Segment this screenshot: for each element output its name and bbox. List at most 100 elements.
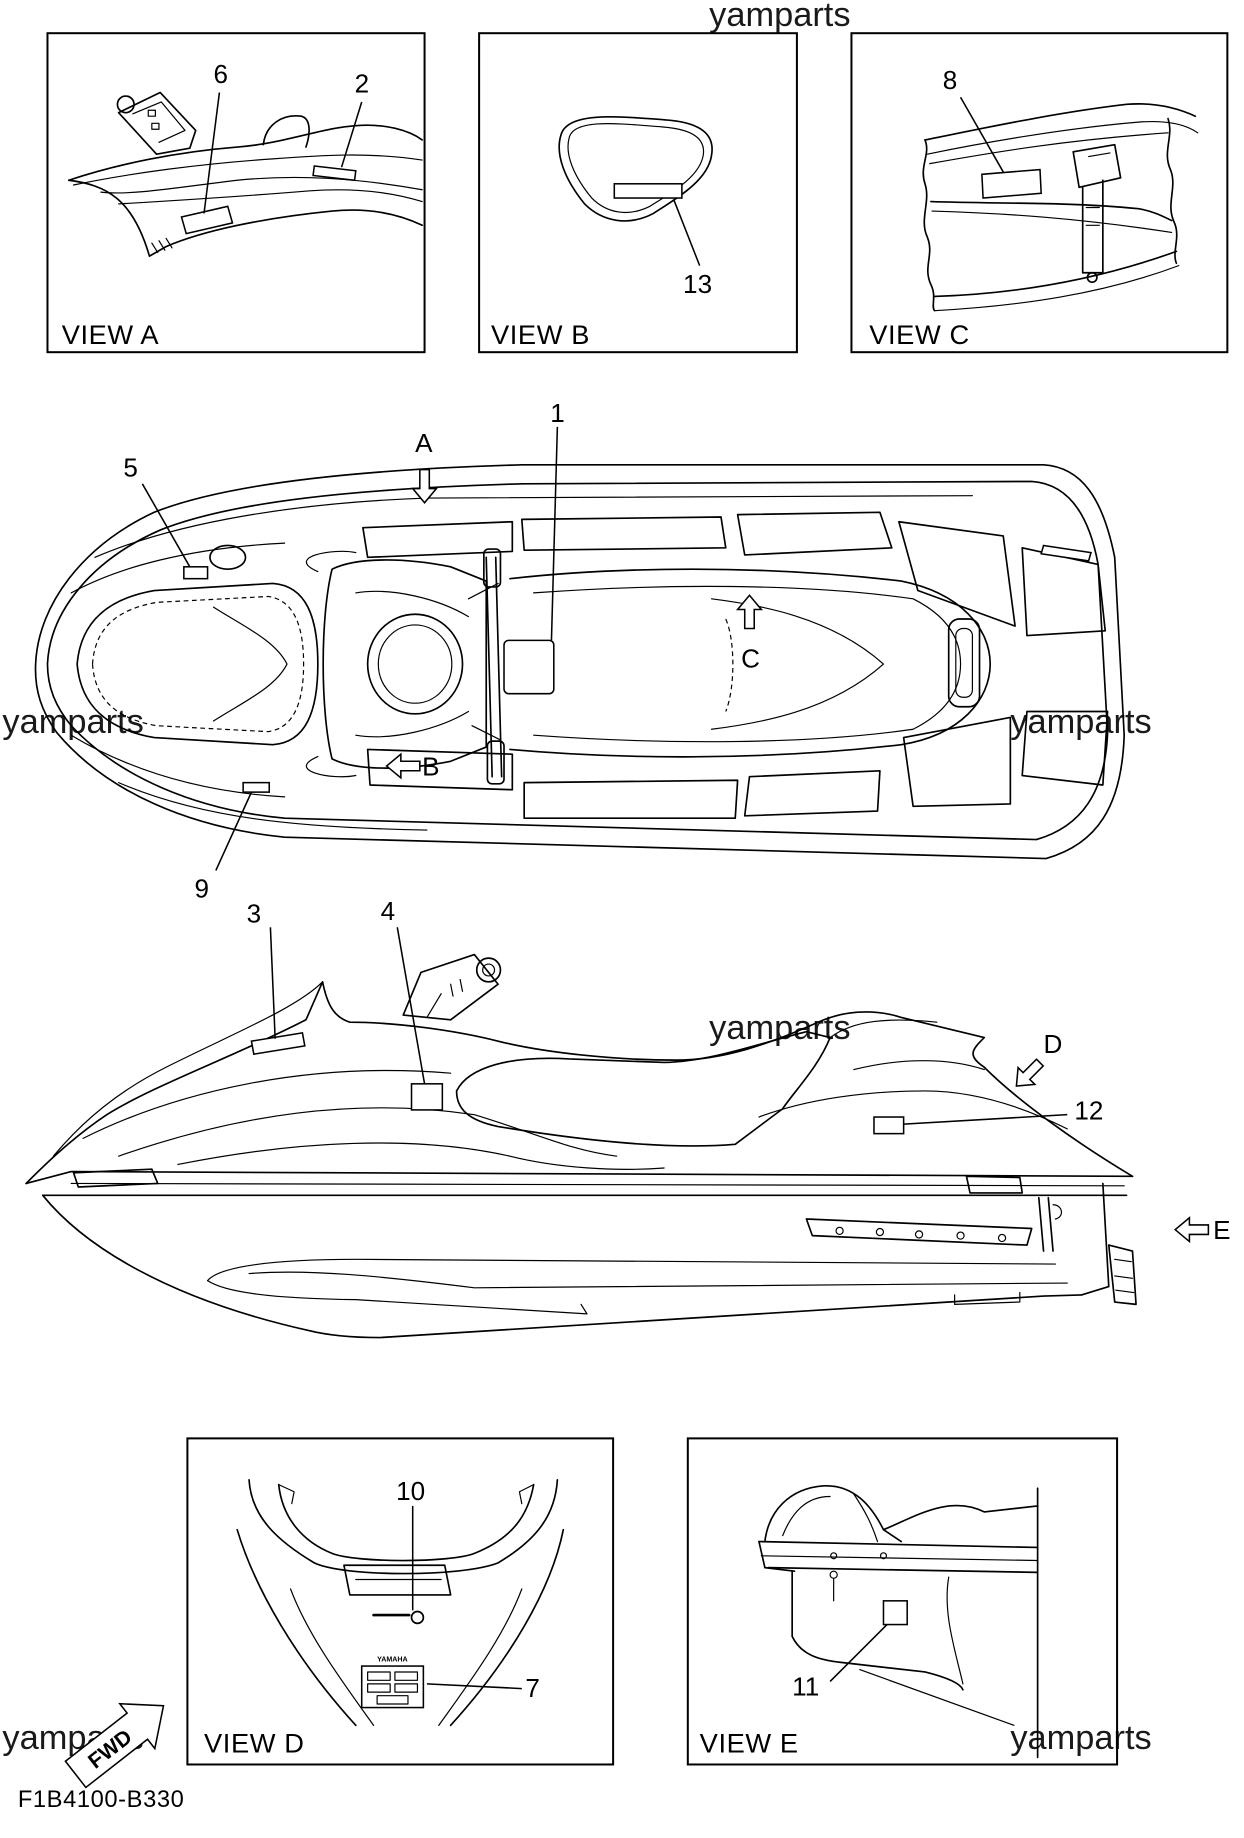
- deck-outline: [46, 480, 1109, 841]
- rear-hood-contour: [782, 1493, 879, 1543]
- hull-graphic: [206, 1258, 1057, 1282]
- rub-rail-top: [25, 1170, 1134, 1185]
- footwell-panel: [902, 716, 1012, 808]
- watermark-top: yamparts: [709, 0, 850, 34]
- rear-hood: [764, 1484, 903, 1543]
- fwd-arrow-icon: [64, 1702, 165, 1789]
- leader-line-2: [340, 101, 363, 168]
- gunwale-rail: [758, 1540, 1039, 1549]
- seat-seam: [725, 618, 734, 712]
- callout-4: 4: [381, 896, 396, 926]
- stern-panel: [1021, 547, 1107, 637]
- callout-13: 13: [683, 269, 712, 299]
- leader-line-7: [426, 1683, 522, 1690]
- callout-8: 8: [943, 65, 958, 95]
- view-d-title: VIEW D: [204, 1728, 305, 1759]
- decal-8: [981, 168, 1042, 199]
- deck-top: [882, 1504, 1039, 1531]
- view-d-frame: [186, 1437, 615, 1766]
- view-e: 11 VIEW E: [686, 1437, 1119, 1766]
- leader-line-11: [829, 1624, 888, 1683]
- view-a: 6 2 VIEW A: [46, 32, 426, 354]
- gunwale-line: [926, 120, 1199, 155]
- lid-outline-inner: [567, 123, 705, 213]
- fuel-cap: [209, 544, 247, 571]
- deck-edge: [67, 124, 424, 182]
- rail-front: [758, 1540, 796, 1573]
- gunwale-rail: [760, 1555, 1039, 1562]
- view-a-frame: [46, 32, 426, 354]
- lid-outline-outer: [558, 116, 713, 222]
- vent-hole: [914, 1230, 924, 1239]
- hull-graphic: [248, 1271, 1068, 1289]
- view-marker-a: A: [415, 428, 433, 458]
- view-a-arrow: [411, 468, 439, 504]
- stern-outer-u: [248, 1479, 559, 1575]
- hull-side: [791, 1570, 964, 1691]
- deck-inner-line: [72, 154, 423, 186]
- decal-5: [183, 566, 209, 580]
- hull-bottom: [41, 1194, 1083, 1339]
- gunwale-top: [924, 103, 1197, 141]
- hull-chine: [859, 1669, 1015, 1726]
- view-c-frame: [850, 32, 1229, 354]
- view-b-arrow: [385, 752, 421, 780]
- callout-1: 1: [550, 398, 565, 428]
- decal-1: [503, 639, 555, 695]
- graphic-stripe: [70, 542, 286, 594]
- view-e-title: VIEW E: [700, 1728, 799, 1759]
- side-graphic: [82, 1069, 452, 1139]
- view-d: 10 YAMAHA 7 VIEW D: [186, 1437, 615, 1766]
- vent-hole: [997, 1233, 1007, 1243]
- hull-panel: [946, 1576, 964, 1685]
- hatch-marks: [151, 237, 173, 254]
- stern-side: [449, 1528, 565, 1727]
- view-marker-c: C: [741, 644, 760, 674]
- steering-console: [322, 559, 488, 769]
- callout-3: 3: [247, 899, 262, 929]
- latch-detail: [1085, 152, 1111, 226]
- rear-handle: [947, 618, 981, 708]
- seat-outline: [509, 568, 992, 758]
- hull-outline: [34, 464, 1126, 860]
- tow-hook: [1052, 1204, 1062, 1220]
- watermark-bottom-right: yamparts: [1010, 1719, 1151, 1757]
- callout-12: 12: [1074, 1095, 1103, 1125]
- stern-post: [1037, 1196, 1054, 1252]
- stern-panel: [1021, 710, 1109, 786]
- rear-hump: [853, 1060, 985, 1071]
- watermark-mid-left: yamparts: [2, 703, 143, 741]
- callout-7: 7: [525, 1673, 540, 1703]
- badge-cell: [367, 1683, 391, 1693]
- rub-rail-mid: [70, 1182, 1125, 1187]
- rear-hump: [758, 1090, 1068, 1130]
- console-cowl: [366, 613, 464, 715]
- callout-11: 11: [792, 1672, 819, 1702]
- figure-code: F1B4100-B330: [18, 1787, 185, 1813]
- rear-hump: [829, 1019, 938, 1039]
- seat-hump: [710, 598, 885, 730]
- footwell-panel: [362, 520, 514, 559]
- deck-sweep: [305, 550, 357, 778]
- view-e-arrow: [1173, 1216, 1210, 1244]
- leader-line-4: [396, 927, 426, 1084]
- leader-line-6: [203, 92, 221, 214]
- leader-line-1: [550, 426, 559, 641]
- callout-2: 2: [355, 68, 370, 98]
- view-marker-b: B: [422, 752, 439, 782]
- decal-12: [873, 1116, 905, 1135]
- hull-swoosh: [67, 179, 424, 257]
- view-c-title: VIEW C: [869, 319, 970, 350]
- stern: [1080, 1182, 1110, 1296]
- decal-4: [410, 1083, 444, 1111]
- mount-bolt: [830, 1552, 838, 1560]
- decal-13: [613, 183, 683, 199]
- view-b-title: VIEW B: [491, 319, 590, 350]
- hull-graphic: [206, 1280, 588, 1315]
- graphic-stripe: [70, 734, 286, 798]
- rear-handle-inner: [955, 627, 973, 698]
- seat-side: [455, 1030, 831, 1147]
- jet-nozzle: [1107, 1244, 1137, 1306]
- leader-line-12: [903, 1113, 1068, 1125]
- steering-housing: [117, 91, 197, 155]
